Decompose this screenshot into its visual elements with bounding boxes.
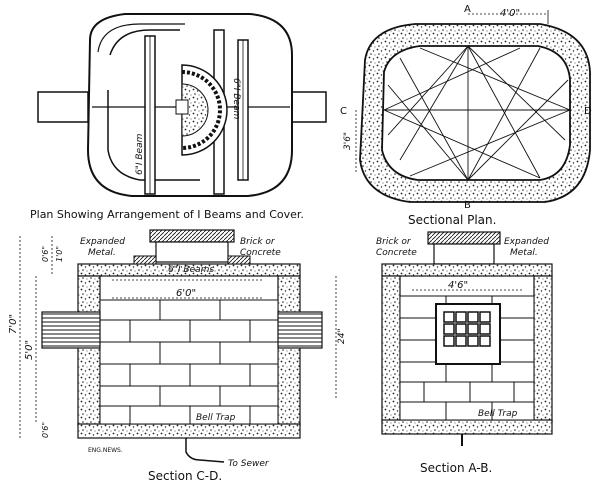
plan-caption: Plan Showing Arrangement of I Beams and … [30,208,304,221]
cd-to-sewer: To Sewer [228,459,270,469]
sectional-plan-radials [383,45,571,181]
cd-floor [77,423,301,439]
plan-pipe-left [37,91,89,123]
cd-dim-bottom: 0'6" [41,422,50,438]
ab-brick-1: Brick or [376,237,412,247]
sectional-plan-width: 4'0" [500,8,520,19]
cd-expanded-metal-1: Expanded [80,237,125,247]
cd-brick-2: Concrete [240,248,281,258]
cd-dim-pipe: 24" [337,328,347,344]
plan-inner-ring [107,29,200,181]
cd-bell-trap-label: Bell Trap [196,413,236,423]
mark-a: A [464,4,471,15]
ab-top-slab [381,263,553,277]
plan-view: 6"I Beam 6"I Beam Plan Showing Arrangeme… [30,13,327,221]
cd-credit: ENG.NEWS. [88,447,123,454]
cd-expanded-metal-2: Metal. [88,248,116,258]
mark-c: C [340,106,347,117]
ab-grating [443,311,491,347]
cd-bell-trap [185,438,225,463]
cd-caption: Section C-D. [148,469,222,483]
ab-wall-left [381,275,401,423]
plan-pipe-right [289,91,327,123]
ab-floor [381,419,553,435]
cd-dim-mid: 5'0" [24,340,35,360]
ab-wall-right [533,275,553,423]
cd-pipe-right [277,311,323,349]
cd-i-beams: 6"I Beams [168,265,214,275]
cd-dim-top-a: 0'6" [41,246,50,262]
cd-wall-right [277,275,301,427]
plan-beam-left-label: 6"I Beam [135,133,145,175]
ab-expanded-2: Metal. [510,248,538,258]
cd-wall-left [77,275,101,427]
ab-width: 4'6" [448,280,468,291]
section-ab-view: Brick or Concrete Expanded Metal. 4'6" B… [376,231,553,475]
cd-pipe-left [41,311,101,349]
section-cd-view: 7'0" 5'0" 0'6" 1'0" 0'6" 24" Expanded Me… [8,229,347,483]
cd-top-slab [77,263,301,277]
plan-beam-right-label: 6"I Beam [231,78,241,120]
sectional-plan-depth: 3'6" [343,132,353,150]
mark-b: B [464,200,471,211]
cd-brickwork [99,299,279,425]
ab-brick-2: Concrete [376,248,417,258]
ab-expanded-1: Expanded [504,237,549,247]
ab-cover [427,231,501,245]
mark-d: D [584,106,592,117]
cd-width: 6'0" [176,288,196,299]
cd-dim-top-b: 1'0" [55,246,64,262]
sectional-plan-view: 4'0" 3'6" A B C D Sectional Plan. [340,4,592,227]
sectional-plan-wall [359,23,591,203]
ab-bell-trap-label: Bell Trap [478,409,518,419]
sectional-plan-caption: Sectional Plan. [408,213,496,227]
cd-dim-total: 7'0" [8,314,19,334]
cd-cover [149,229,235,243]
cd-brick-1: Brick or [240,237,276,247]
ab-caption: Section A-B. [420,461,492,475]
